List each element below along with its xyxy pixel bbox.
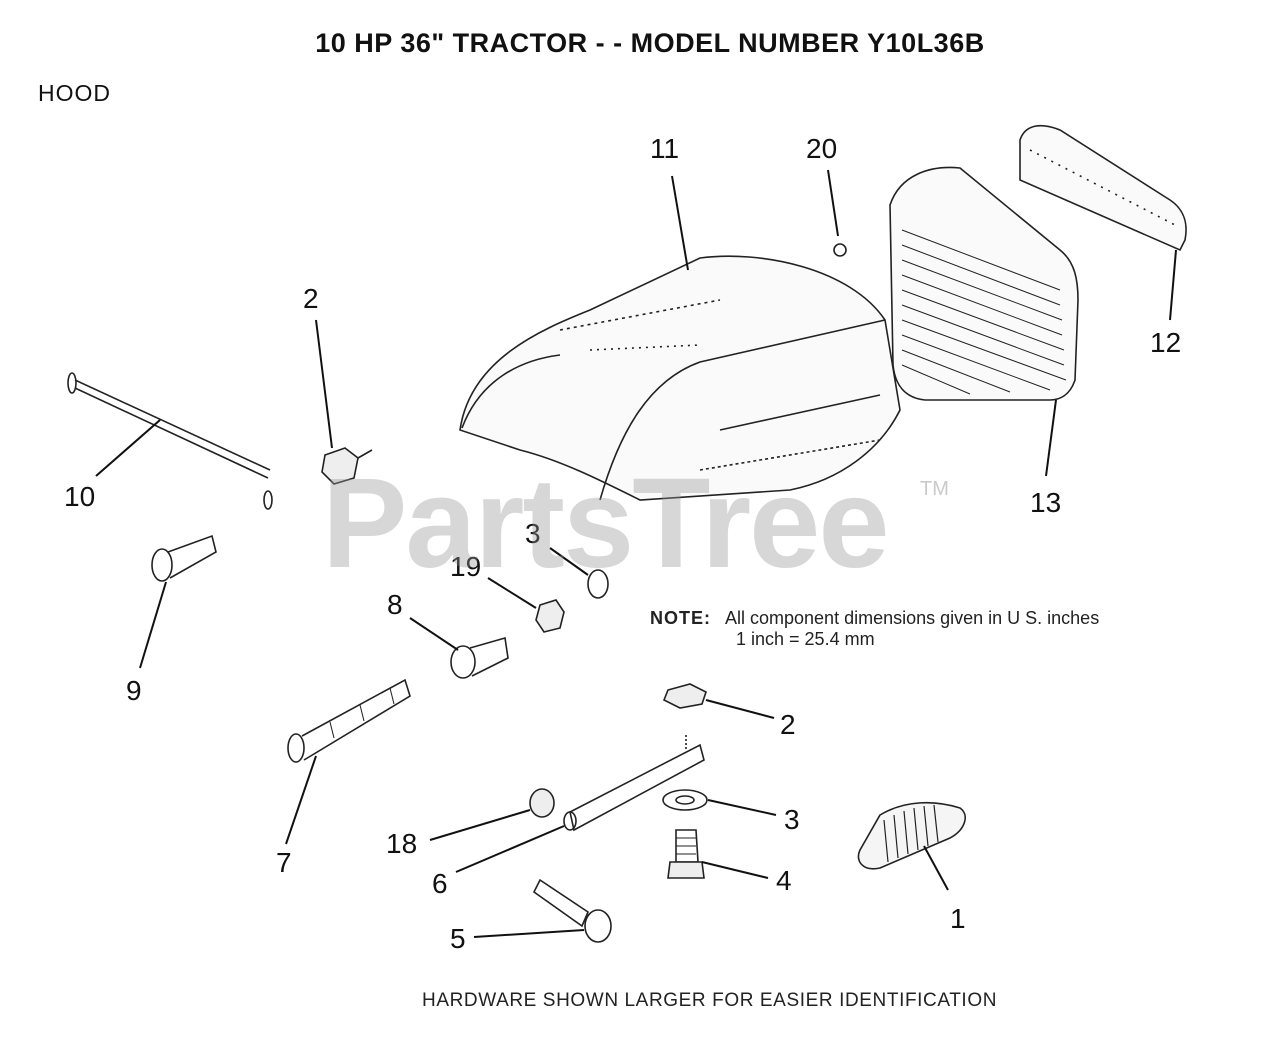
- bolt-part-5[interactable]: [532, 878, 612, 943]
- nut-part-19[interactable]: [535, 599, 565, 633]
- page-title: 10 HP 36" TRACTOR - - MODEL NUMBER Y10L3…: [315, 28, 985, 58]
- leader-10: [95, 419, 161, 477]
- leader-13: [1045, 399, 1057, 477]
- callout-13: 13: [1030, 487, 1061, 518]
- callout-6: 6: [432, 868, 448, 899]
- leader-7: [285, 755, 317, 845]
- callout-1: 1: [950, 903, 966, 934]
- leader-2a: [315, 319, 333, 449]
- callout-3-upper: 3: [525, 518, 541, 549]
- long-bolt-part[interactable]: [287, 678, 411, 763]
- bolt-part-9[interactable]: [151, 534, 217, 582]
- callout-12: 12: [1150, 327, 1181, 358]
- callout-7: 7: [276, 847, 292, 878]
- grille-part[interactable]: [889, 166, 1079, 401]
- leader-8: [409, 617, 459, 651]
- leader-12: [1169, 249, 1177, 321]
- callout-10: 10: [64, 481, 95, 512]
- callout-2-lower: 2: [780, 709, 796, 740]
- footer-caption: HARDWARE SHOWN LARGER FOR EASIER IDENTIF…: [422, 990, 998, 1011]
- washer-part-upper[interactable]: [587, 569, 609, 599]
- leader-9: [139, 581, 167, 669]
- spring-part[interactable]: [857, 801, 966, 870]
- callout-20: 20: [806, 133, 837, 164]
- watermark: PartsTree: [322, 452, 889, 595]
- callout-4: 4: [776, 865, 792, 896]
- leader-18: [429, 809, 531, 841]
- dimension-note: NOTE: All component dimensions given in U…: [650, 608, 1099, 650]
- bolt-part-8[interactable]: [450, 636, 509, 679]
- note-line-1: All component dimensions given in U S. i…: [725, 608, 1100, 628]
- callout-19: 19: [450, 551, 481, 582]
- callout-11: 11: [650, 133, 679, 164]
- lens-part[interactable]: [1019, 124, 1187, 252]
- leader-4: [701, 861, 769, 879]
- watermark-tm: TM: [920, 478, 949, 500]
- callout-18: 18: [386, 828, 417, 859]
- callout-2-upper: 2: [303, 283, 319, 314]
- stud-part[interactable]: [667, 829, 705, 879]
- leader-3a: [549, 547, 589, 576]
- note-label: NOTE:: [650, 608, 711, 628]
- hood-part[interactable]: [459, 255, 901, 501]
- leader-3b: [707, 799, 777, 816]
- washer-part-lower[interactable]: [662, 789, 708, 811]
- leader-5: [473, 929, 585, 938]
- note-line-2: 1 inch = 25.4 mm: [736, 629, 875, 649]
- callout-9: 9: [126, 675, 142, 706]
- nut-part-upper[interactable]: [321, 447, 373, 485]
- section-label: HOOD: [38, 80, 111, 106]
- leader-2b: [705, 699, 775, 719]
- nut-part-lower[interactable]: [662, 683, 707, 750]
- leader-11: [671, 175, 689, 271]
- leader-6: [455, 825, 565, 873]
- bushing-part[interactable]: [529, 788, 555, 818]
- leader-20: [827, 169, 839, 237]
- cap-part[interactable]: [833, 243, 847, 257]
- callout-5: 5: [450, 923, 466, 954]
- callout-8: 8: [387, 589, 403, 620]
- shaft-part[interactable]: [563, 743, 705, 832]
- callout-3-lower: 3: [784, 804, 800, 835]
- leader-19: [487, 577, 537, 609]
- rod-part[interactable]: [67, 372, 273, 510]
- leader-1: [923, 845, 949, 891]
